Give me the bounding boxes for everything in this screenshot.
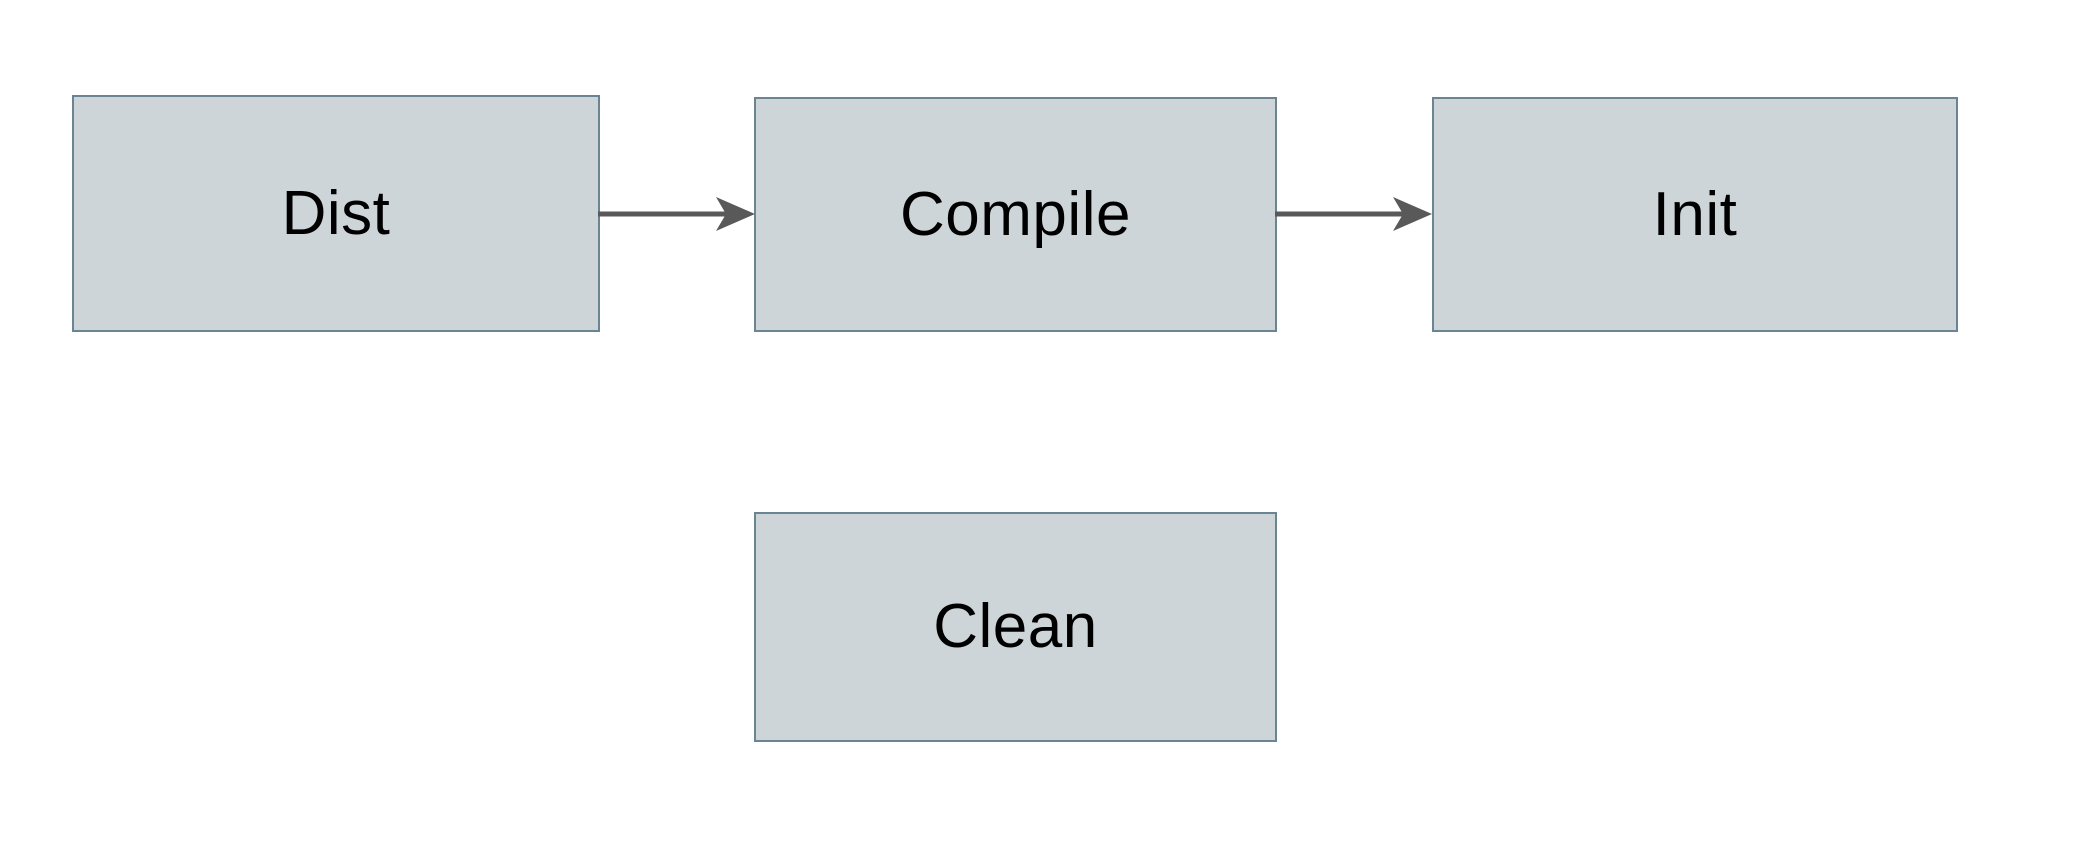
- node-clean[interactable]: Clean: [754, 512, 1277, 742]
- node-compile[interactable]: Compile: [754, 97, 1277, 332]
- node-init[interactable]: Init: [1432, 97, 1958, 332]
- edge-compile-to-init[interactable]: [1275, 194, 1435, 234]
- node-compile-label: Compile: [900, 179, 1131, 249]
- node-dist[interactable]: Dist: [72, 95, 600, 332]
- node-clean-label: Clean: [933, 592, 1098, 661]
- node-dist-label: Dist: [281, 178, 391, 248]
- node-init-label: Init: [1652, 179, 1738, 249]
- edge-dist-to-compile[interactable]: [598, 194, 758, 234]
